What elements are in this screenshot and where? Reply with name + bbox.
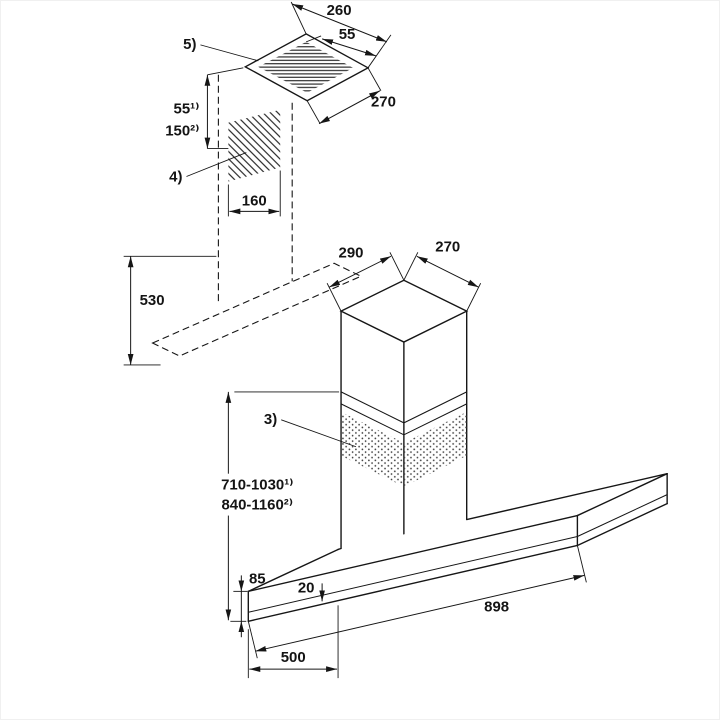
- dim-20-label: 20: [298, 579, 315, 596]
- leader-line-4: [186, 152, 247, 177]
- dim-898-label: 898: [484, 598, 509, 615]
- leader-line-3: [281, 419, 357, 448]
- dim-160-label: 160: [242, 192, 267, 209]
- dim-270-plate-label: 270: [371, 94, 396, 111]
- dimension-line-260: [292, 3, 388, 43]
- extension-line: [367, 34, 392, 69]
- canopy-dimensions-group: 85 20 898 500: [233, 545, 587, 679]
- duct-wall-outline-group: 4): [151, 74, 363, 357]
- height-dimension-group: 710-1030¹⁾ 840-1160²⁾: [203, 391, 340, 622]
- dim-530-label: 530: [140, 292, 165, 309]
- dim-260-label: 260: [327, 2, 352, 19]
- vent-perforation-band-left: [341, 411, 404, 487]
- note-4-label: 4): [169, 168, 182, 185]
- vent-perforation-band-right: [403, 411, 467, 487]
- chimney-joint-line: [340, 403, 405, 436]
- extension-line: [326, 283, 342, 312]
- extension-line: [207, 67, 244, 76]
- wall-dashed-outline: [151, 262, 363, 357]
- dim-85-label: 85: [249, 570, 266, 587]
- plate-dimensions-group: 260 55 270: [290, 1, 396, 125]
- dimension-line-898: [255, 574, 585, 652]
- note-3-label: 3): [264, 411, 277, 428]
- chimney-joint-line: [403, 391, 467, 424]
- dimension-line-55: [321, 38, 377, 57]
- extension-line: [576, 545, 587, 583]
- dim-55-label: 55: [339, 26, 356, 43]
- dim-290-label: 290: [339, 244, 364, 261]
- dim-height-note2-label: 840-1160²⁾: [221, 497, 293, 514]
- chimney-joint-line: [403, 403, 467, 436]
- extension-line: [466, 283, 482, 312]
- dimension-line-270-chimney: [416, 255, 479, 288]
- chimney-joint-line: [340, 391, 405, 424]
- canopy-back-edge: [466, 472, 668, 521]
- duct-dimensions-group: 160 55¹⁾ 150²⁾ 530: [123, 67, 281, 366]
- canopy-right-top-edge: [576, 472, 668, 517]
- canopy-back-edge: [337, 547, 342, 551]
- canopy-right-face: [577, 473, 668, 546]
- duct-cross-section-hatch: [228, 109, 281, 182]
- dim-height-note1-label: 710-1030¹⁾: [221, 477, 293, 494]
- extension-line: [306, 100, 321, 124]
- ceiling-plate-hatch: [258, 41, 354, 93]
- dim-500-label: 500: [281, 649, 306, 666]
- canopy-top-face: [248, 473, 668, 592]
- extension-line: [247, 621, 258, 659]
- extension-line: [403, 252, 419, 281]
- dim-55-note1-label: 55¹⁾: [174, 101, 200, 118]
- extension-line: [367, 67, 382, 91]
- dim-270-chimney-label: 270: [435, 238, 460, 255]
- chimney-group: [339, 279, 469, 550]
- canopy-rim-seam: [577, 494, 668, 537]
- ceiling-plate-group: 5): [183, 33, 370, 102]
- note-5-label: 5): [183, 36, 196, 53]
- dimension-line-270-plate: [318, 90, 381, 125]
- leader-line-5: [200, 44, 259, 62]
- dim-150-note2-label: 150²⁾: [165, 123, 199, 140]
- label-background: [203, 473, 314, 516]
- canopy-right-bottom-edge: [576, 502, 668, 547]
- dimension-line-290: [328, 255, 392, 288]
- extension-line: [389, 252, 405, 281]
- chimney-dimensions-group: 290 270 3): [264, 238, 482, 448]
